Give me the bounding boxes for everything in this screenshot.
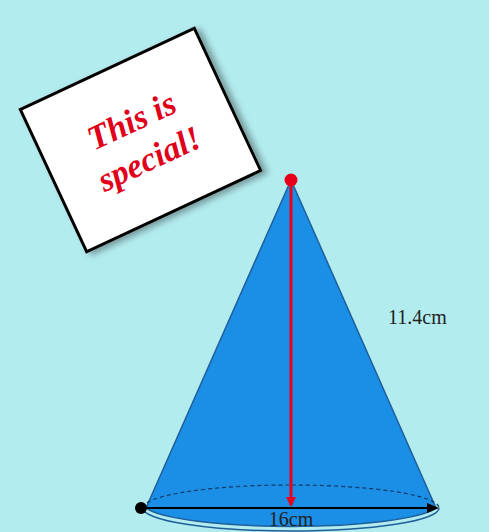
dimension-label: 11.4cm	[388, 306, 447, 329]
cone-body	[146, 180, 436, 526]
apex-dot	[285, 174, 298, 187]
diameter-dot	[135, 502, 147, 514]
height-line	[290, 182, 293, 505]
dimension-label: 16cm	[269, 508, 313, 531]
note-card: This is special!	[18, 26, 262, 253]
note-text: This is special!	[32, 52, 248, 227]
base-front-edge	[143, 508, 439, 531]
